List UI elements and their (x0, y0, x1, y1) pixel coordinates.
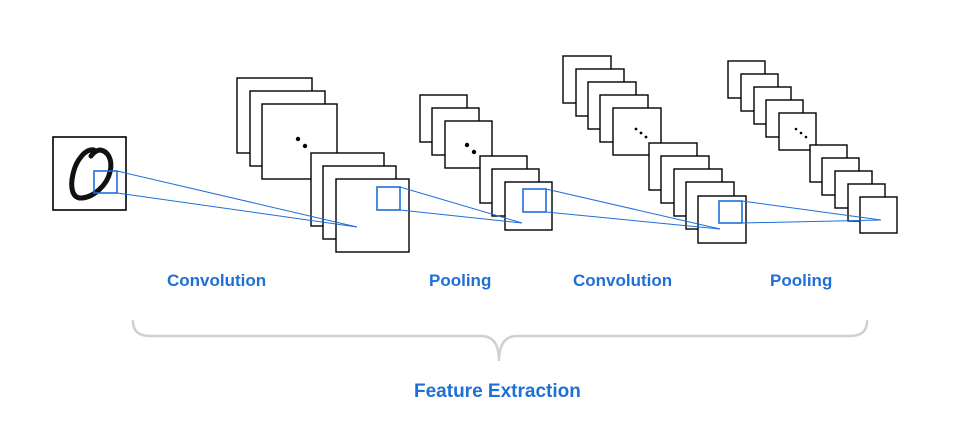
input-image (52, 136, 127, 211)
conv2-receptive-field (718, 200, 743, 224)
connection-lines (116, 170, 882, 230)
conv1-receptive-field (376, 186, 401, 211)
ellipsis-icon (295, 136, 308, 149)
ellipsis-icon (464, 142, 477, 155)
pool1-feature-maps (419, 94, 553, 231)
stage-label-pooling-1: Pooling (429, 271, 492, 290)
ellipsis-icon (634, 127, 648, 139)
stage-label-convolution-1: Convolution (167, 271, 267, 290)
input-receptive-field (93, 170, 118, 194)
feature-extraction-label: Feature Extraction (414, 381, 581, 402)
pool2-feature-maps (727, 60, 898, 234)
feature-extraction-brace (131, 319, 869, 362)
stage-label-convolution-2: Convolution (573, 271, 673, 290)
conv2-feature-maps (562, 55, 747, 244)
ellipsis-icon (794, 127, 808, 139)
pool1-receptive-field (522, 188, 547, 213)
handwritten-digit-zero-icon (69, 147, 114, 201)
conv1-feature-maps (236, 77, 410, 253)
stage-label-pooling-2: Pooling (770, 271, 833, 290)
